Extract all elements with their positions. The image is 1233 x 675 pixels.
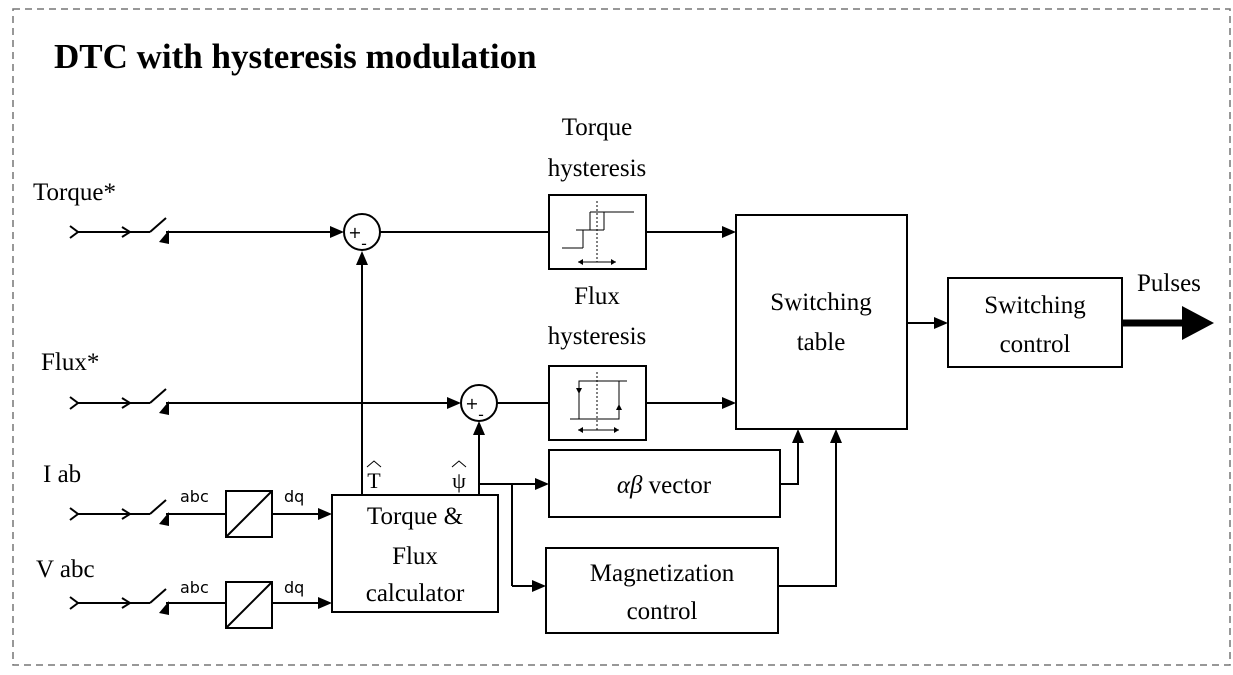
torque-ref-arrow — [330, 226, 344, 238]
voltage-input — [69, 596, 150, 610]
voltage-label: V abc — [36, 556, 95, 583]
flux-hysteresis-out-arrow — [722, 397, 736, 409]
torque-ref-label: Torque* — [33, 179, 116, 206]
flux-ref-switch — [149, 388, 456, 415]
switching-table-label-line-2: table — [797, 329, 846, 356]
current-input — [69, 507, 150, 521]
magnetization-control-label-line-1: Magnetization — [590, 560, 735, 587]
current-dq-label: dq — [284, 487, 304, 506]
flux-feedback-arrow — [473, 421, 485, 435]
torque-hysteresis-label-line-1: Torque — [562, 114, 632, 141]
magnetization-control-block — [545, 547, 779, 634]
calculator-label-line-2: Flux — [392, 543, 438, 570]
flux-sum-minus: - — [478, 405, 484, 424]
current-switch — [149, 499, 226, 526]
current-abc-dq-transform — [225, 490, 273, 538]
voltage-to-calculator-arrow — [318, 597, 332, 609]
torque-hysteresis-symbol — [562, 201, 634, 265]
pulses-label: Pulses — [1137, 270, 1201, 297]
magnetization-to-table-arrow — [830, 429, 842, 443]
ab-vector-symbol: αβ — [617, 472, 643, 499]
torque-sum-plus: + — [348, 223, 361, 242]
torque-estimate-hat — [366, 460, 382, 468]
magnetization-to-table-line — [778, 443, 837, 587]
voltage-switch — [149, 588, 226, 615]
switching-control-label-line-2: control — [1000, 331, 1071, 358]
torque-ref-input — [69, 225, 150, 239]
to-magnetization-arrow — [532, 580, 546, 592]
to-ab-vector-arrow — [535, 478, 549, 490]
flux-hysteresis-symbol — [570, 372, 627, 433]
table-to-control-arrow — [934, 317, 948, 329]
flux-hysteresis-label-line-2: hysteresis — [548, 323, 647, 350]
magnetization-control-label-line-2: control — [627, 598, 698, 625]
switching-control-label-line-1: Switching — [984, 292, 1086, 319]
calculator-label-line-3: calculator — [366, 580, 465, 607]
torque-flux-calculator-block — [331, 494, 499, 613]
voltage-dq-label: dq — [284, 578, 304, 597]
flux-ref-input — [69, 396, 150, 410]
torque-estimate-label: T — [367, 468, 381, 493]
flux-ref-arrow — [447, 397, 461, 409]
ab-vector-label: αβ vector — [617, 472, 712, 499]
torque-feedback-arrow — [356, 251, 368, 265]
flux-estimate-label: ψ — [452, 468, 466, 493]
calculator-label-line-1: Torque & — [367, 503, 463, 530]
current-to-calculator-arrow — [318, 508, 332, 520]
pulses-output-arrow — [1182, 306, 1214, 340]
voltage-abc-dq-transform — [225, 581, 273, 629]
torque-hysteresis-out-arrow — [722, 226, 736, 238]
voltage-abc-label: abc — [180, 578, 209, 597]
ab-vector-to-table-arrow — [792, 429, 804, 443]
flux-hysteresis-block — [548, 365, 647, 441]
ab-vector-text: vector — [642, 472, 711, 499]
current-label: I ab — [43, 461, 81, 488]
flux-estimate-hat — [451, 460, 467, 468]
flux-hysteresis-label-line-1: Flux — [574, 283, 620, 310]
torque-ref-switch — [149, 217, 340, 244]
ab-vector-block — [548, 449, 781, 518]
diagram-title: DTC with hysteresis modulation — [54, 37, 537, 76]
current-abc-label: abc — [180, 487, 209, 506]
switching-control-block — [947, 277, 1123, 368]
flux-ref-label: Flux* — [41, 349, 99, 376]
ab-vector-to-table-line — [780, 443, 799, 485]
torque-sum-minus: - — [361, 234, 367, 253]
switching-table-label-line-1: Switching — [770, 289, 872, 316]
flux-sum-plus: + — [465, 394, 478, 413]
switching-table-block — [735, 214, 908, 430]
torque-hysteresis-label-line-2: hysteresis — [548, 155, 647, 182]
